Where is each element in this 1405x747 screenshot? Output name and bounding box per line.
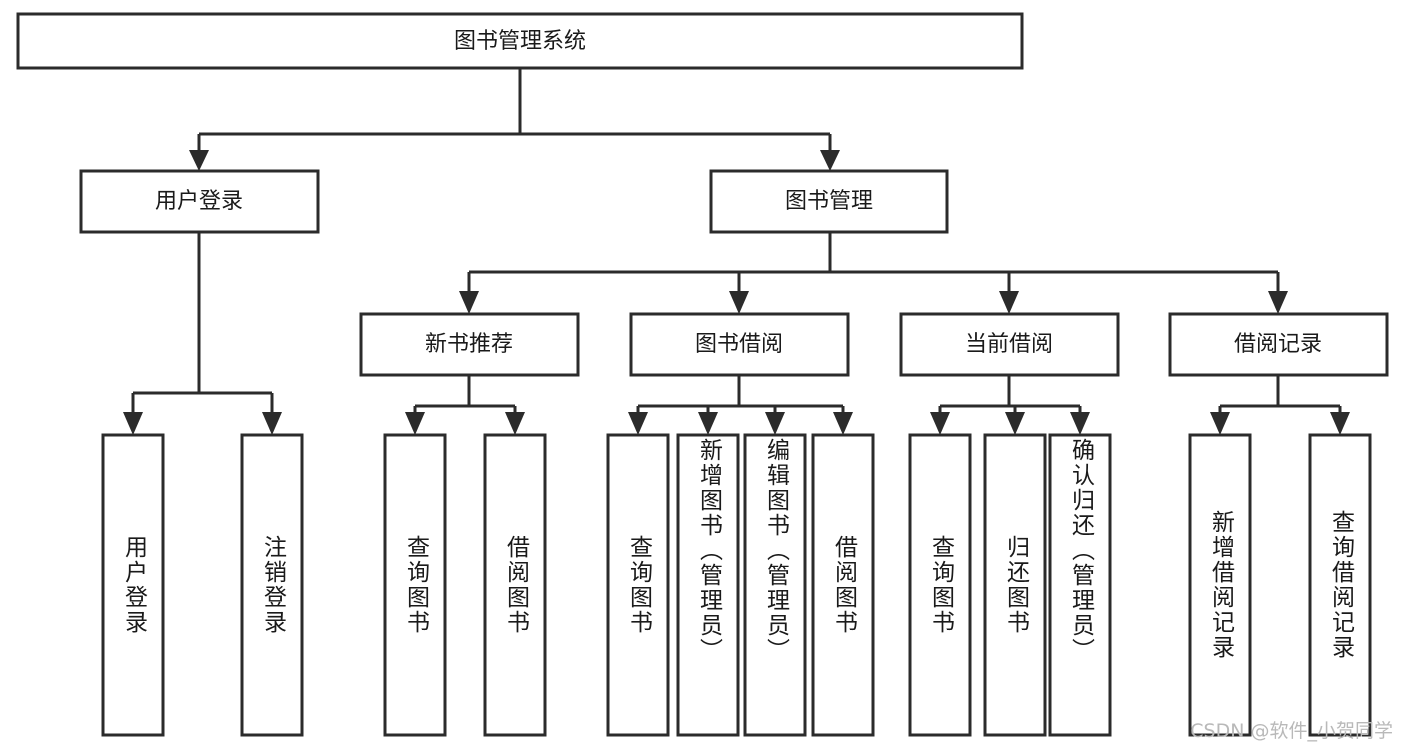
node-borrow-records-box[interactable] xyxy=(1168,312,1389,377)
arrow-head-current-leaf2 xyxy=(1005,412,1025,435)
node-leaf-query-book-2-box[interactable] xyxy=(606,433,670,737)
arrow-head-root-to-userlogin xyxy=(189,150,209,171)
arrow-head-bookmgmt-to-newbook xyxy=(459,291,479,314)
arrow-head-root-to-bookmgmt xyxy=(820,150,840,171)
node-book-management-label: 图书管理 xyxy=(785,189,873,214)
arrow-head-userlogin-leaf2 xyxy=(262,412,282,435)
connector-layer xyxy=(123,68,1350,435)
node-book-borrow-label: 图书借阅 xyxy=(695,332,783,357)
arrow-head-bookmgmt-to-records xyxy=(1268,291,1288,314)
arrow-head-records-leaf1 xyxy=(1210,412,1230,435)
node-leaf-query-book-1-box[interactable] xyxy=(383,433,447,737)
arrow-head-current-leaf3 xyxy=(1070,412,1090,435)
node-leaf-add-book-admin-box[interactable] xyxy=(676,433,740,737)
node-leaf-confirm-return-admin-box[interactable] xyxy=(1048,433,1112,737)
arrow-head-borrow-leaf4 xyxy=(833,412,853,435)
node-leaf-borrow-book-2-box[interactable] xyxy=(811,433,875,737)
node-new-book-recommend-box[interactable] xyxy=(359,312,580,377)
node-leaf-edit-book-admin-box[interactable] xyxy=(743,433,807,737)
node-leaf-query-borrow-record-box[interactable] xyxy=(1308,433,1372,737)
node-leaf-logout-login-box[interactable] xyxy=(240,433,304,737)
node-current-borrow-box[interactable] xyxy=(899,312,1120,377)
node-user-login-box[interactable] xyxy=(79,169,320,234)
arrow-head-userlogin-leaf1 xyxy=(123,412,143,435)
arrow-head-borrow-leaf3 xyxy=(765,412,785,435)
node-leaf-user-login-box[interactable] xyxy=(101,433,165,737)
node-leaf-return-book-box[interactable] xyxy=(983,433,1047,737)
arrow-head-newbook-leaf1 xyxy=(405,412,425,435)
node-current-borrow-label: 当前借阅 xyxy=(965,332,1053,357)
node-leaf-borrow-book-1-box[interactable] xyxy=(483,433,547,737)
arrow-head-bookmgmt-to-current xyxy=(999,291,1019,314)
node-root-box[interactable] xyxy=(16,12,1024,70)
node-book-borrow-box[interactable] xyxy=(629,312,850,377)
node-book-management-box[interactable] xyxy=(709,169,949,234)
arrow-head-borrow-leaf1 xyxy=(628,412,648,435)
arrow-head-current-leaf1 xyxy=(930,412,950,435)
arrow-head-records-leaf2 xyxy=(1330,412,1350,435)
node-new-book-recommend-label: 新书推荐 xyxy=(425,332,513,357)
node-leaf-add-borrow-record-box[interactable] xyxy=(1188,433,1252,737)
node-leaf-query-book-3-box[interactable] xyxy=(908,433,972,737)
node-borrow-records-label: 借阅记录 xyxy=(1234,332,1322,357)
arrow-head-borrow-leaf2 xyxy=(698,412,718,435)
node-user-login-label: 用户登录 xyxy=(155,189,243,214)
node-root-label: 图书管理系统 xyxy=(454,29,586,54)
node-layer: 图书管理系统 用户登录 图书管理 新书推荐 图书借阅 当前借阅 借阅记录 xyxy=(16,12,1389,737)
arrow-head-newbook-leaf2 xyxy=(505,412,525,435)
arrow-head-bookmgmt-to-borrow xyxy=(729,291,749,314)
